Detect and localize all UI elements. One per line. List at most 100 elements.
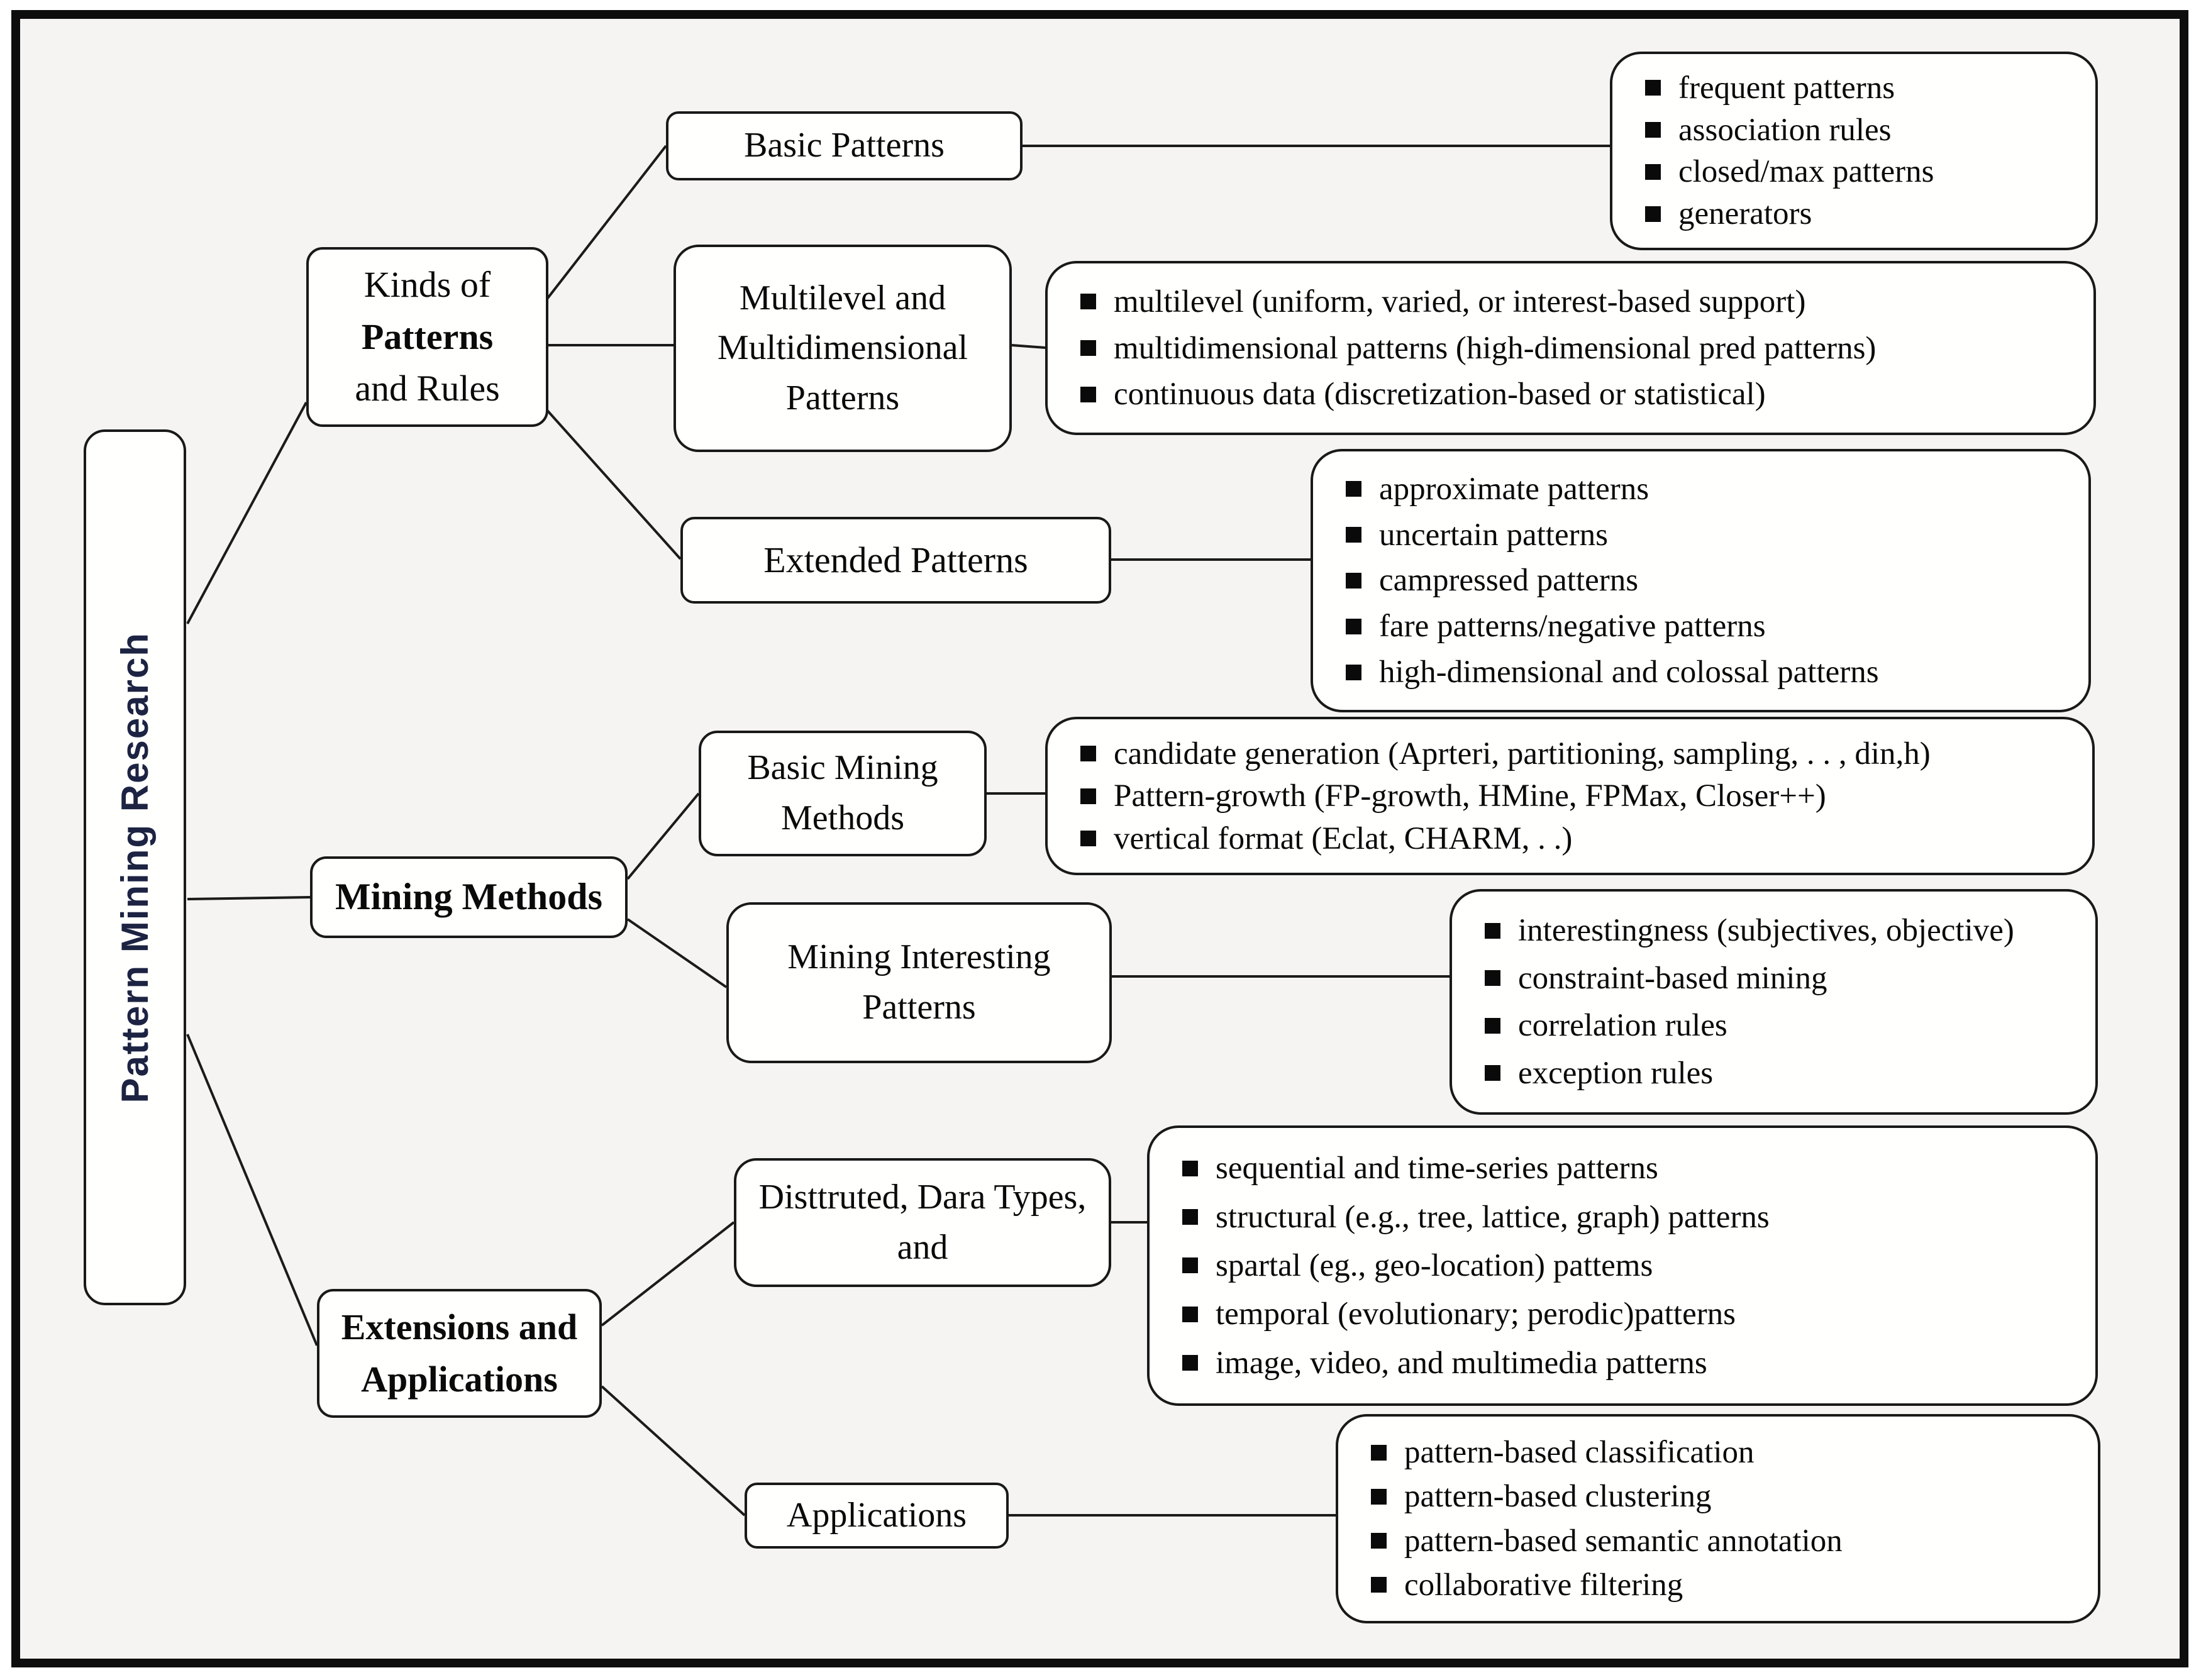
bullet-square-icon xyxy=(1346,527,1361,543)
bullet-square-icon xyxy=(1485,1017,1500,1034)
node-multilevel-multidimensional: Multilevel and Multidimensional Patterns xyxy=(674,245,1012,452)
list-item: exception rules xyxy=(1485,1055,2076,1091)
list-item-text: correlation rules xyxy=(1518,1008,1727,1044)
list-item: frequent patterns xyxy=(1645,70,2076,106)
bullet-square-icon xyxy=(1371,1488,1387,1505)
list-item-text: Pattern-growth (FP-growth, HMine, FPMax,… xyxy=(1114,778,1826,814)
list-item-text: association rules xyxy=(1678,112,1892,148)
list-item: association rules xyxy=(1645,112,2076,148)
list-item: spartal (eg., geo-location) pattems xyxy=(1182,1247,2076,1284)
list-item-text: closed/max patterns xyxy=(1678,154,1934,190)
node-kinds-of-patterns-and-rules: Kinds of Patterns and Rules xyxy=(306,247,548,427)
connector-extensions-applications xyxy=(601,1385,746,1517)
bullet-square-icon xyxy=(1645,163,1661,180)
node-basic-mining-methods: Basic Mining Methods xyxy=(699,731,987,856)
list-item-text: fare patterns/negative patterns xyxy=(1379,609,1766,644)
connector-root-extensions xyxy=(186,1034,318,1346)
list-item-text: pattern-based classification xyxy=(1404,1435,1755,1471)
bullet-square-icon xyxy=(1182,1306,1198,1322)
list-item-text: uncertain patterns xyxy=(1379,517,1608,553)
extensions-label: Extensions and Applications xyxy=(341,1307,578,1400)
list-item-text: constraint-based mining xyxy=(1518,960,1827,996)
bullet-square-icon xyxy=(1346,572,1361,589)
multilevel-label: Multilevel and Multidimensional Patterns xyxy=(717,278,968,417)
list-item-text: candidate generation (Aprteri, partition… xyxy=(1114,736,1931,771)
basic-patterns-label: Basic Patterns xyxy=(744,126,945,165)
bullet-square-icon xyxy=(1485,1065,1500,1081)
list-item-text: temporal (evolutionary; perodic)patterns xyxy=(1216,1296,1736,1332)
kinds-label-line2: Patterns xyxy=(361,316,494,357)
list-item-text: approximate patterns xyxy=(1379,471,1649,507)
list-item: image, video, and multimedia patterns xyxy=(1182,1345,2076,1381)
list-item: interestingness (subjectives, objective) xyxy=(1485,912,2076,949)
node-mining-interesting-patterns: Mining Interesting Patterns xyxy=(726,902,1112,1063)
bullet-square-icon xyxy=(1645,80,1661,96)
list-item: pattern-based classification xyxy=(1371,1434,2079,1471)
list-item-text: frequent patterns xyxy=(1678,70,1895,106)
list-item: multilevel (uniform, varied, or interest… xyxy=(1080,284,2075,320)
connector-kinds-extended xyxy=(543,406,682,560)
connector-root-kinds xyxy=(186,402,308,624)
bullet-square-icon xyxy=(1182,1160,1198,1176)
list-item-text: multidimensional patterns (high-dimensio… xyxy=(1114,330,1877,366)
kinds-label-line1: Kinds of xyxy=(363,264,491,306)
basic-mining-label: Basic Mining Methods xyxy=(747,748,938,837)
bullet-square-icon xyxy=(1080,746,1096,761)
bullet-square-icon xyxy=(1371,1533,1387,1549)
list-item: uncertain patterns xyxy=(1346,517,2070,553)
list-applications: pattern-based classification pattern-base… xyxy=(1336,1414,2100,1623)
list-basic-patterns: frequent patterns association rules closed… xyxy=(1610,52,2098,250)
list-item: candidate generation (Aprteri, partition… xyxy=(1080,736,2073,772)
list-item-text: multilevel (uniform, varied, or interest… xyxy=(1114,284,1806,319)
node-extensions-and-applications: Extensions and Applications xyxy=(317,1289,602,1418)
node-basic-patterns: Basic Patterns xyxy=(666,111,1023,180)
list-item: correlation rules xyxy=(1485,1007,2076,1044)
extended-label: Extended Patterns xyxy=(763,539,1028,580)
list-multilevel-multidimensional: multilevel (uniform, varied, or interest… xyxy=(1045,261,2096,435)
list-item: vertical format (Eclat, CHARM, . .) xyxy=(1080,821,2073,857)
bullet-square-icon xyxy=(1346,481,1361,497)
list-item: campressed patterns xyxy=(1346,562,2070,599)
connector-extensions-distributed xyxy=(601,1221,735,1327)
node-extended-patterns: Extended Patterns xyxy=(680,517,1111,604)
connector-root-mining-methods xyxy=(187,896,311,900)
list-item-text: pattern-based semantic annotation xyxy=(1404,1523,1843,1559)
root-node-label: Pattern Mining Research xyxy=(113,631,156,1103)
bullet-square-icon xyxy=(1182,1257,1198,1274)
list-item: multidimensional patterns (high-dimensio… xyxy=(1080,330,2075,367)
bullet-square-icon xyxy=(1645,206,1661,222)
list-item: continuous data (discretization-based or… xyxy=(1080,376,2075,412)
bullet-square-icon xyxy=(1485,970,1500,986)
list-item-text: image, video, and multimedia patterns xyxy=(1216,1345,1707,1381)
list-item: temporal (evolutionary; perodic)patterns xyxy=(1182,1296,2076,1332)
bullet-square-icon xyxy=(1645,122,1661,138)
list-item: sequential and time-series patterns xyxy=(1182,1150,2076,1186)
list-item-text: collaborative filtering xyxy=(1404,1567,1683,1603)
list-item: collaborative filtering xyxy=(1371,1567,2079,1603)
list-item: fare patterns/negative patterns xyxy=(1346,608,2070,644)
list-mining-interesting-patterns: interestingness (subjectives, objective)… xyxy=(1450,889,2098,1115)
kinds-label-line3: and Rules xyxy=(355,368,500,409)
list-item-text: spartal (eg., geo-location) pattems xyxy=(1216,1247,1653,1283)
list-item: Pattern-growth (FP-growth, HMine, FPMax,… xyxy=(1080,778,2073,814)
node-distributed-data-types: Disttruted, Dara Types, and xyxy=(734,1158,1111,1287)
list-item-text: continuous data (discretization-based or… xyxy=(1114,377,1766,412)
list-item: structural (e.g., tree, lattice, graph) … xyxy=(1182,1199,2076,1235)
list-item: constraint-based mining xyxy=(1485,960,2076,997)
list-item-text: structural (e.g., tree, lattice, graph) … xyxy=(1216,1199,1770,1235)
distributed-label: Disttruted, Dara Types, and xyxy=(758,1177,1087,1267)
bullet-square-icon xyxy=(1182,1355,1198,1371)
bullet-square-icon xyxy=(1080,294,1096,310)
bullet-square-icon xyxy=(1080,340,1096,356)
bullet-square-icon xyxy=(1346,664,1361,680)
list-item: high-dimensional and colossal patterns xyxy=(1346,654,2070,690)
list-item-text: campressed patterns xyxy=(1379,563,1639,599)
bullet-square-icon xyxy=(1485,922,1500,939)
bullet-square-icon xyxy=(1080,386,1096,402)
list-basic-mining-methods: candidate generation (Aprteri, partition… xyxy=(1045,717,2095,875)
list-item-text: high-dimensional and colossal patterns xyxy=(1379,655,1879,690)
bullet-square-icon xyxy=(1371,1444,1387,1461)
list-item-text: vertical format (Eclat, CHARM, . .) xyxy=(1114,821,1573,856)
node-applications: Applications xyxy=(745,1483,1009,1549)
